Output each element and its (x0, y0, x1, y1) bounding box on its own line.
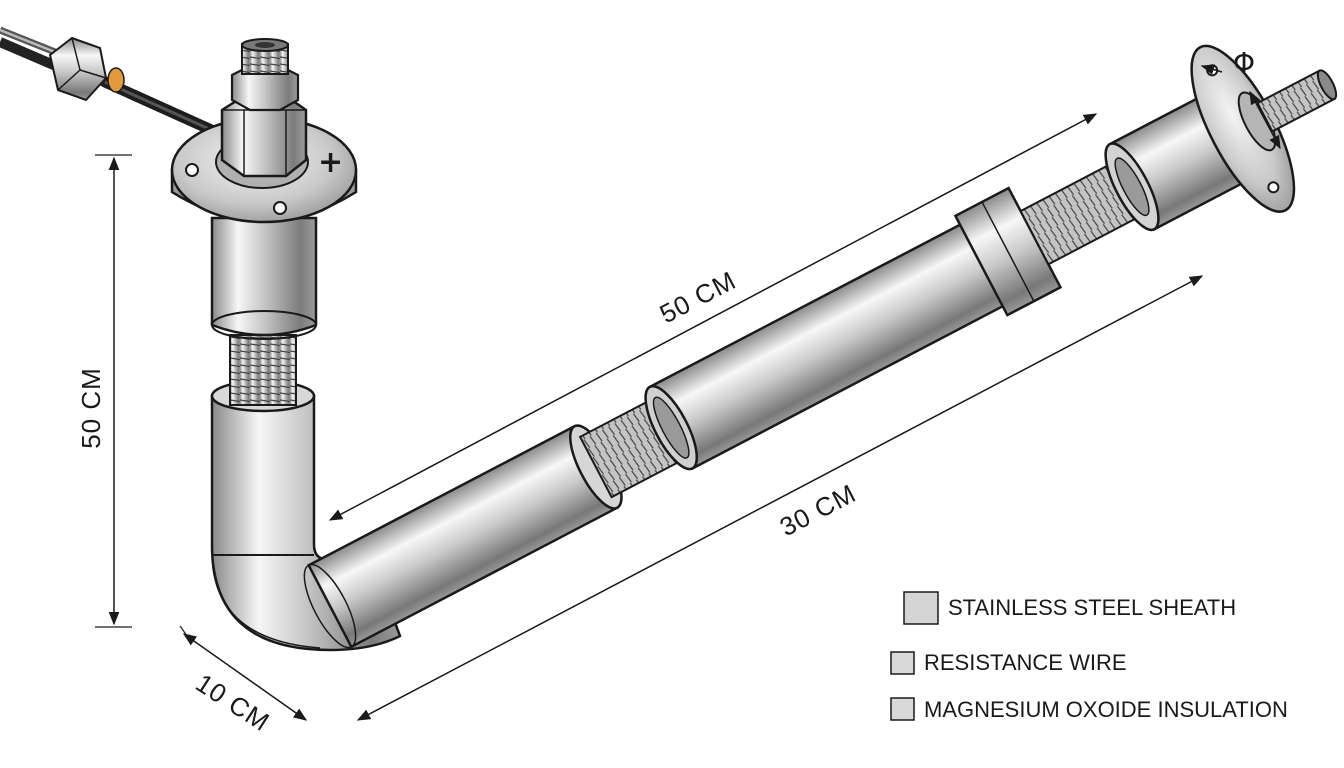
cable-gland-nut (48, 36, 125, 102)
upper-sleeve (210, 216, 318, 337)
legend-item-insulation: MAGNESIUM OXOIDE INSULATION (890, 697, 1288, 722)
sheath-diagonal-1 (307, 424, 619, 649)
legend-swatch-sheath (903, 591, 939, 625)
dimension-diagonal-top-label: 50 CM (655, 265, 741, 329)
legend-swatch-insulation (890, 697, 915, 721)
dimension-bend-label: 10 CM (191, 668, 276, 738)
legend-swatch-resistance-wire (890, 651, 915, 675)
legend-label-resistance-wire: RESISTANCE WIRE (924, 650, 1127, 675)
dimension-diameter: Φ (1200, 46, 1281, 150)
dimension-vertical-label: 50 CM (76, 367, 106, 449)
cable-sleeve (107, 67, 125, 93)
thread-vertical (229, 334, 297, 406)
terminal-stud (220, 38, 308, 178)
legend-item-sheath: STAINLESS STEEL SHEATH (903, 591, 1236, 625)
legend-label-insulation: MAGNESIUM OXOIDE INSULATION (924, 697, 1288, 722)
legend-label-sheath: STAINLESS STEEL SHEATH (948, 595, 1236, 620)
diagonal-leg (303, 44, 1338, 649)
diameter-symbol: Φ (1233, 46, 1255, 79)
dimension-vertical: 50 CM (76, 154, 132, 628)
legend-item-resistance-wire: RESISTANCE WIRE (890, 650, 1127, 675)
legend: STAINLESS STEEL SHEATH RESISTANCE WIRE M… (890, 591, 1288, 722)
dimension-diagonal-bottom-label: 30 CM (775, 478, 861, 542)
terminal-plus-symbol: + (318, 145, 343, 180)
